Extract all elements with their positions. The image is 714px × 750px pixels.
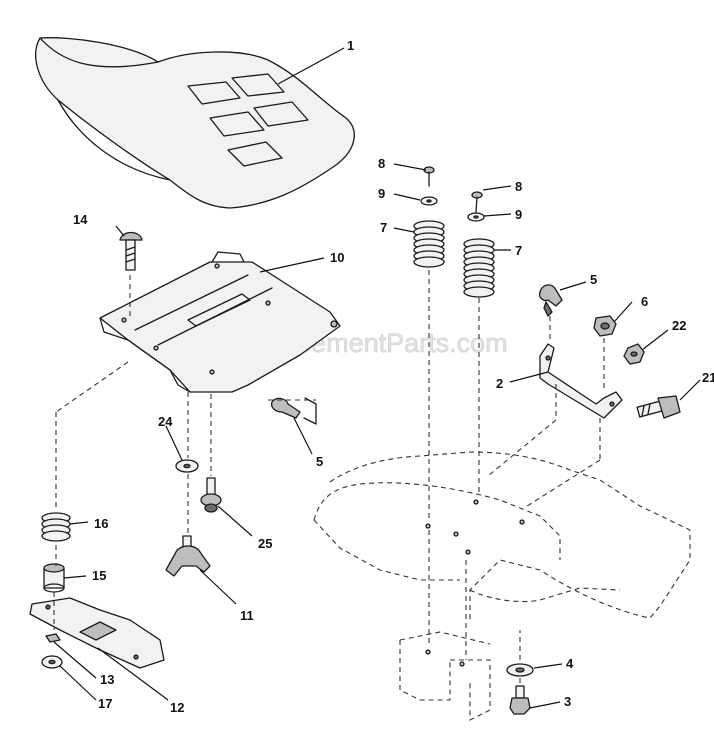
adjustment-knob: [165, 535, 211, 577]
hex-nut: [593, 315, 617, 337]
callout-7-left: 7: [380, 220, 387, 235]
spring-left: [413, 220, 445, 268]
screw-right: [471, 191, 483, 213]
callout-4: 4: [566, 656, 574, 671]
callout-21: 21: [702, 370, 714, 385]
callout-1: 1: [347, 38, 354, 53]
callout-12: 12: [170, 700, 184, 715]
callout-9-right: 9: [515, 207, 522, 222]
frame-washer-hole: [515, 667, 525, 673]
callout-5-left: 5: [316, 454, 323, 469]
callout-14: 14: [73, 212, 88, 227]
carriage-bolt: [119, 231, 143, 271]
seat-clip-left: [270, 397, 317, 425]
callout-10: 10: [330, 250, 344, 265]
callout-15: 15: [92, 568, 106, 583]
spacer-bushing: [43, 563, 65, 593]
lock-nut: [623, 343, 645, 365]
callout-11: 11: [240, 608, 254, 623]
callout-3: 3: [564, 694, 571, 709]
small-nut: [45, 633, 61, 643]
callout-7-right: 7: [515, 243, 522, 258]
mounting-plate: [29, 597, 165, 669]
callout-24: 24: [158, 414, 173, 429]
callout-17: 17: [98, 696, 112, 711]
small-compression-spring: [41, 512, 71, 542]
shoulder-bolt: [636, 395, 681, 419]
callout-labels: 1 14 10 8 9 7 8 9 7 5 6 22 2 21 24 5 25 …: [73, 38, 714, 715]
seat-bracket: [539, 343, 623, 419]
seat-clip-right: [538, 284, 563, 317]
callout-9-left: 9: [378, 186, 385, 201]
callout-8-right: 8: [515, 179, 522, 194]
small-washer-hole: [48, 659, 56, 665]
flat-washer-hole: [183, 463, 191, 469]
spring-right: [463, 238, 495, 298]
callout-13: 13: [100, 672, 114, 687]
callout-5-right: 5: [590, 272, 597, 287]
washer-right-hole: [473, 215, 479, 219]
callout-6: 6: [641, 294, 648, 309]
callout-25: 25: [258, 536, 272, 551]
leader-lines: [53, 47, 701, 709]
seat-pan: [99, 251, 341, 393]
tractor-frame-outline: [313, 451, 691, 721]
washer-left-hole: [426, 199, 432, 203]
callout-16: 16: [94, 516, 108, 531]
seat-cushion: [35, 37, 355, 209]
frame-bolt: [509, 685, 531, 715]
callout-8-left: 8: [378, 156, 385, 171]
assembly-lines: [53, 270, 605, 686]
callout-22: 22: [672, 318, 686, 333]
pivot-bolt: [200, 477, 222, 513]
callout-2: 2: [496, 376, 503, 391]
